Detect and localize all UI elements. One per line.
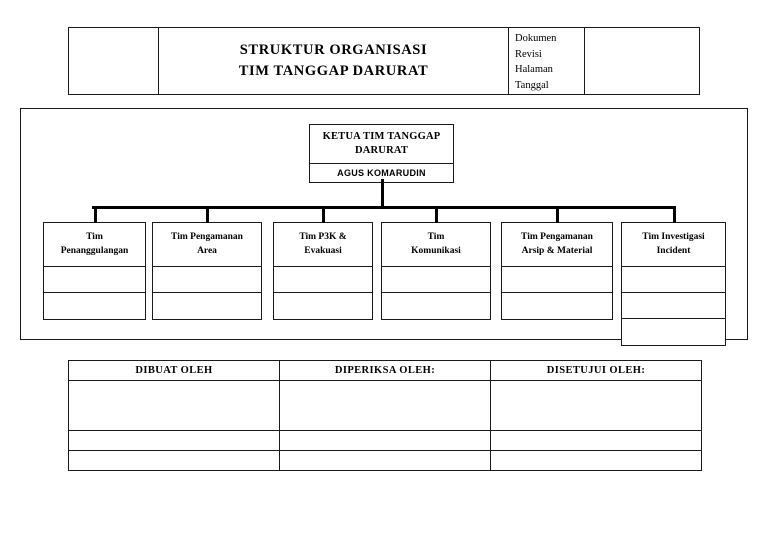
signature-row-signature-area — [68, 380, 702, 431]
signature-cell[interactable] — [279, 380, 491, 431]
signature-cell[interactable] — [68, 380, 280, 431]
page-title-line-1: STRUKTUR ORGANISASI — [239, 41, 428, 58]
team-title-line-2: Incident — [656, 245, 691, 256]
signature-header-row: DIBUAT OLEH DIPERIKSA OLEH: DISETUJUI OL… — [68, 360, 702, 381]
team-title-line-1: Tim Investigasi — [642, 231, 705, 242]
team-title-line-1: Tim — [86, 231, 103, 242]
connector-drop-4 — [435, 206, 438, 223]
team-member-slot[interactable] — [382, 293, 490, 319]
meta-value-dokumen — [591, 31, 699, 47]
team-title: Tim P3K & Evakuasi — [274, 223, 372, 267]
signature-cell[interactable] — [490, 430, 702, 451]
signature-header-diperiksa: DIPERIKSA OLEH: — [279, 360, 491, 381]
connector-drop-1 — [94, 206, 97, 223]
team-member-slot[interactable] — [622, 267, 725, 293]
team-member-slot[interactable] — [153, 267, 261, 293]
team-title-line-1: Tim Pengamanan — [171, 231, 243, 242]
team-title-line-2: Penanggulangan — [60, 245, 129, 256]
signature-row-date — [68, 450, 702, 471]
meta-value-revisi — [591, 47, 699, 63]
header-meta-label-column: Dokumen Revisi Halaman Tanggal — [509, 28, 585, 94]
connector-drop-5 — [556, 206, 559, 223]
document-header-table: STRUKTUR ORGANISASI TIM TANGGAP DARURAT … — [68, 27, 700, 95]
team-title-line-2: Evakuasi — [304, 245, 342, 256]
meta-label-dokumen: Dokumen — [515, 33, 557, 44]
signature-cell[interactable] — [68, 450, 280, 471]
team-title-line-1: Tim — [427, 231, 445, 242]
page-title-line-2: TIM TANGGAP DARURAT — [238, 63, 429, 79]
org-node-leader: KETUA TIM TANGGAP DARURAT AGUS KOMARUDIN — [309, 124, 454, 184]
meta-value-halaman — [591, 62, 699, 78]
leader-title-line-1: KETUA TIM TANGGAP — [322, 131, 441, 142]
meta-label-halaman: Halaman — [515, 64, 553, 75]
team-title-line-2: Komunikasi — [411, 245, 461, 256]
signature-cell[interactable] — [279, 430, 491, 451]
signature-cell[interactable] — [490, 380, 702, 431]
org-chart-container: KETUA TIM TANGGAP DARURAT AGUS KOMARUDIN… — [20, 108, 748, 346]
team-title-line-2: Area — [197, 245, 217, 256]
meta-label-revisi: Revisi — [515, 48, 542, 60]
leader-name: AGUS KOMARUDIN — [337, 168, 426, 179]
signature-header-disetujui: DISETUJUI OLEH: — [490, 360, 702, 381]
leader-title: KETUA TIM TANGGAP DARURAT — [310, 125, 453, 165]
connector-horizontal-bar — [92, 206, 674, 209]
signature-approval-table: DIBUAT OLEH DIPERIKSA OLEH: DISETUJUI OL… — [68, 360, 702, 471]
header-meta-value-column — [585, 28, 699, 94]
signature-cell[interactable] — [68, 430, 280, 451]
connector-drop-3 — [322, 206, 325, 223]
team-member-slot[interactable] — [502, 267, 612, 293]
team-member-slot[interactable] — [382, 267, 490, 293]
team-member-slot[interactable] — [622, 293, 725, 319]
team-title-line-1: Tim Pengamanan — [521, 231, 593, 242]
header-title-cell: STRUKTUR ORGANISASI TIM TANGGAP DARURAT — [159, 28, 509, 94]
team-member-slot[interactable] — [153, 293, 261, 319]
leader-title-line-2: DARURAT — [354, 145, 409, 157]
signature-row-name — [68, 430, 702, 451]
team-member-slot[interactable] — [44, 293, 145, 319]
team-member-slot[interactable] — [44, 267, 145, 293]
signature-cell[interactable] — [490, 450, 702, 471]
signature-header-dibuat: DIBUAT OLEH — [68, 360, 280, 381]
team-member-slot[interactable] — [274, 267, 372, 293]
connector-drop-2 — [206, 206, 209, 223]
connector-root-vertical — [381, 179, 384, 208]
meta-label-tanggal: Tanggal — [515, 79, 549, 91]
team-member-slot[interactable] — [274, 293, 372, 319]
team-title-line-1: Tim P3K & — [299, 231, 347, 242]
header-logo-cell — [69, 28, 159, 94]
meta-value-tanggal — [591, 78, 699, 94]
team-member-slot[interactable] — [622, 319, 725, 345]
team-member-slot[interactable] — [502, 293, 612, 319]
connector-drop-6 — [673, 206, 676, 223]
team-title-line-2: Arsip & Material — [521, 245, 593, 256]
org-node-team: Tim P3K & Evakuasi — [273, 222, 373, 320]
signature-cell[interactable] — [279, 450, 491, 471]
